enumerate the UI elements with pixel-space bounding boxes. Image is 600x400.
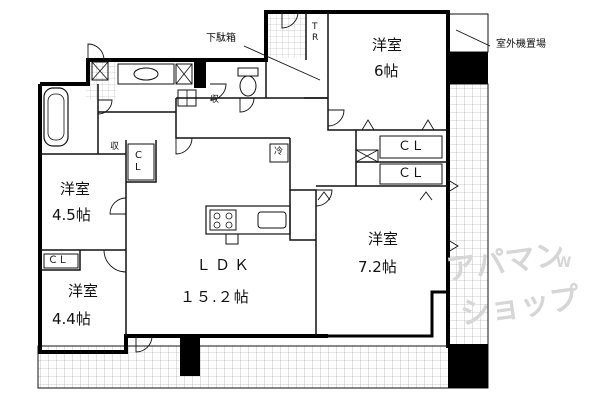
- right-balcony: [447, 83, 489, 347]
- room-6-name: 洋室: [372, 36, 403, 54]
- cl-top-label: ＣＬ: [398, 139, 425, 154]
- dishwasher: [225, 233, 239, 245]
- shoe-box-label: 下駄箱: [206, 33, 236, 44]
- vanity: [117, 63, 175, 85]
- door-swings: [87, 11, 345, 353]
- fridge-box: [269, 143, 289, 163]
- pipe-space: [194, 60, 206, 88]
- room-72-name: 洋室: [368, 230, 399, 248]
- lower-right-wall: [328, 290, 448, 338]
- watermark-small: W: [556, 255, 572, 271]
- storage-label: 収: [110, 142, 120, 152]
- kitchen-sink: [257, 211, 287, 229]
- outdoor-unit-label: 室外機置場: [496, 39, 546, 50]
- vent-box-left-cross: [91, 61, 109, 81]
- room-72-size: 7.2帖: [358, 258, 397, 276]
- entrance-floor: [266, 12, 306, 58]
- cl-left-label: ＣＬ: [48, 255, 68, 266]
- pillar-right-top: [448, 52, 488, 84]
- vent-box-left: [91, 61, 109, 81]
- stove: [209, 209, 237, 231]
- washer: [175, 63, 193, 85]
- room-45-size: 4.5帖: [52, 206, 91, 224]
- kitchen-counter: [205, 205, 291, 235]
- room-45-name: 洋室: [60, 180, 91, 198]
- bathtub-inner: [47, 93, 65, 141]
- pillar-bottom: [180, 336, 200, 376]
- toilet-tank: [237, 67, 259, 77]
- ldk-name: ＬＤＫ: [196, 256, 254, 274]
- washbasin: [133, 67, 159, 81]
- closet-vertical: [127, 143, 155, 181]
- room-44-size: 4.4帖: [52, 310, 91, 328]
- ldk-size: １５.２帖: [180, 288, 250, 306]
- closet-mid: [379, 163, 443, 185]
- stove-burners: [213, 212, 233, 229]
- panel-grid: [178, 90, 196, 106]
- window-markers: [317, 119, 459, 253]
- closet-top: [379, 135, 443, 159]
- small-storage: [355, 149, 379, 163]
- shoe-box-leader: [243, 45, 321, 81]
- tr-label: T R: [312, 22, 319, 43]
- pillar-right-bottom: [448, 346, 488, 388]
- outdoor-unit-leader: [455, 29, 491, 47]
- small-storage-cross: [355, 149, 379, 163]
- room-6-size: 6帖: [374, 62, 399, 80]
- cl-vertical-label: C L: [135, 150, 142, 173]
- storage-hall-label: 収: [210, 95, 220, 105]
- fridge-label: 冷: [274, 147, 284, 157]
- toilet-bowl: [239, 75, 257, 97]
- cl-mid-label: ＣＬ: [398, 166, 425, 181]
- room-44-name: 洋室: [68, 282, 99, 300]
- washer-cross: [175, 63, 193, 85]
- outdoor-unit-area: [447, 13, 489, 53]
- interior-walls: [40, 12, 448, 336]
- bathtub: [43, 87, 69, 147]
- closet-left: [43, 253, 79, 269]
